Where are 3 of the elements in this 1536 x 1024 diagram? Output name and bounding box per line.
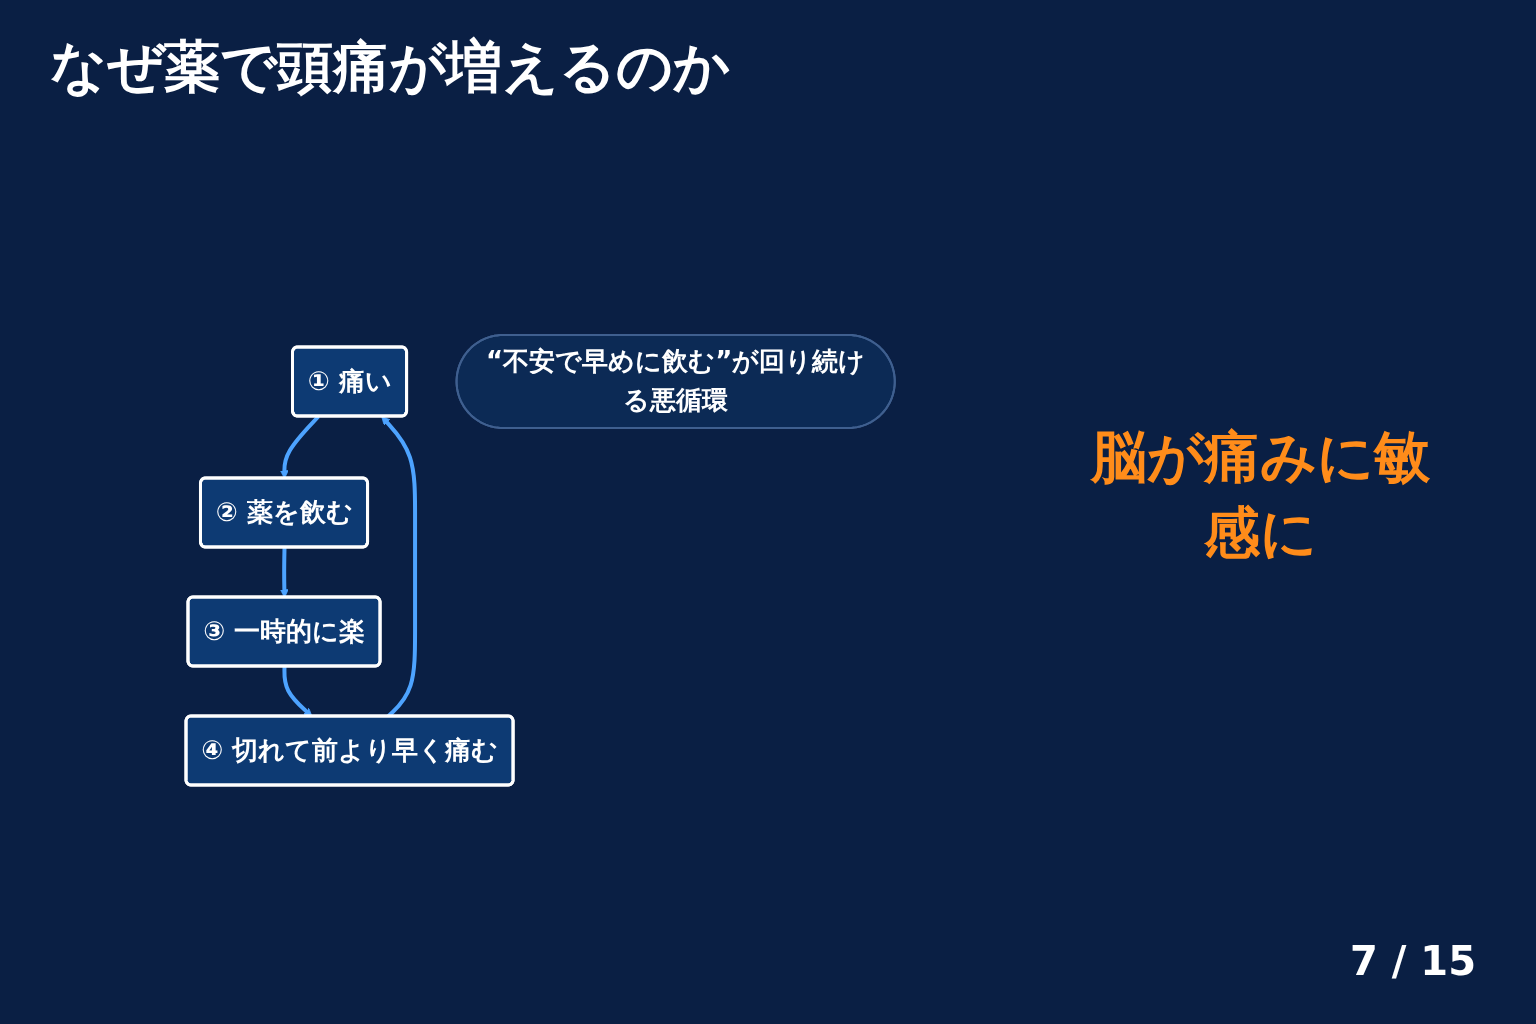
page-number: 7 / 15 bbox=[1350, 938, 1476, 984]
slide-title: なぜ薬で頭痛が増えるのか bbox=[50, 33, 730, 101]
center-text: 脳が痛みに敏感に bbox=[1089, 423, 1431, 567]
